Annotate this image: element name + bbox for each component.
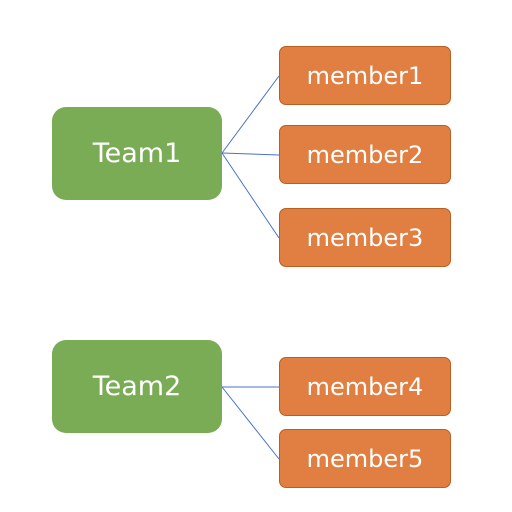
member1-label: member1	[306, 61, 424, 90]
team1-node[interactable]: Team1	[52, 107, 222, 200]
team1-label: Team1	[92, 138, 182, 169]
member2-node[interactable]: member2	[279, 125, 451, 184]
member2-label: member2	[306, 140, 424, 169]
connector-team1-member2	[221, 152, 280, 156]
member1-node[interactable]: member1	[279, 46, 451, 105]
team2-label: Team2	[92, 371, 182, 402]
member3-node[interactable]: member3	[279, 208, 451, 267]
member4-label: member4	[306, 372, 424, 401]
connector-team1-member1	[221, 75, 280, 154]
connector-team1-member3	[221, 152, 280, 239]
member5-node[interactable]: member5	[279, 429, 451, 488]
team2-node[interactable]: Team2	[52, 340, 222, 433]
member5-label: member5	[306, 444, 424, 473]
member3-label: member3	[306, 223, 424, 252]
connector-team2-member5	[221, 386, 280, 460]
member4-node[interactable]: member4	[279, 357, 451, 416]
